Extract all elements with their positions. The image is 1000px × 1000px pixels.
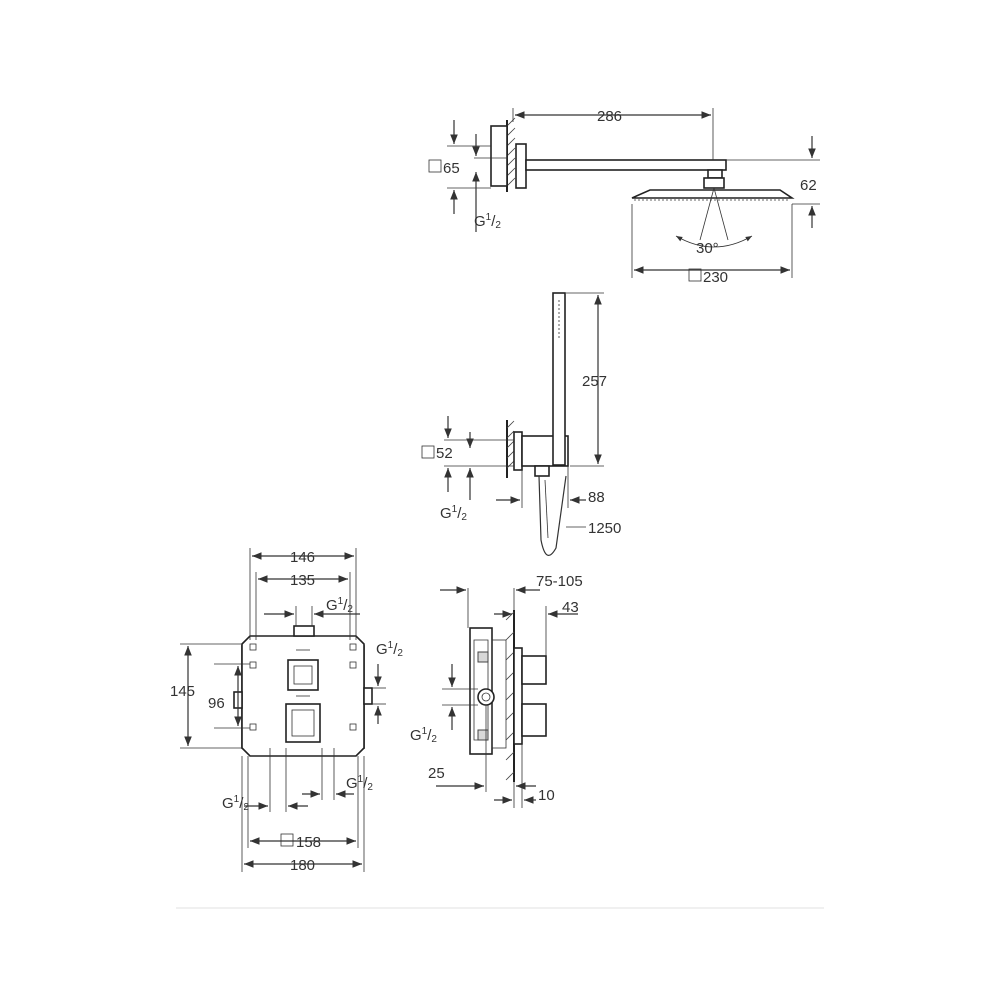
thread-right-label: G1/2 — [376, 640, 403, 659]
outer-height-label: 145 — [170, 683, 195, 700]
plate-size-label: 158 — [296, 834, 321, 851]
head-size-label: 230 — [703, 269, 728, 286]
wall-plate-label: 65 — [443, 160, 460, 177]
hose-length-label: 1250 — [588, 520, 621, 537]
plate-thickness-label: 10 — [538, 787, 555, 804]
offset-label: 25 — [428, 765, 445, 782]
wall-plate-label: 52 — [436, 445, 453, 462]
depth-range-label: 75-105 — [536, 573, 583, 590]
protrusion-label: 43 — [562, 599, 579, 616]
cover-plate-side — [513, 647, 523, 745]
square-symbol — [688, 268, 702, 282]
thread-label: G1/2 — [474, 212, 501, 231]
thread-bottom-left-label: G1/2 — [222, 794, 249, 813]
wall-hatching — [505, 611, 515, 781]
shower-arm — [525, 159, 727, 171]
mixer-front-view: 146 135 G1/2 G1/2 145 96 — [170, 548, 403, 874]
wall-hatching — [506, 117, 516, 187]
inner-height-label: 96 — [208, 695, 225, 712]
thread-bottom-right-label: G1/2 — [346, 774, 373, 793]
thread-top-label: G1/2 — [326, 596, 353, 615]
outer-width-label: 146 — [290, 549, 315, 566]
wall-flange — [490, 125, 508, 187]
inner-width-label: 135 — [290, 572, 315, 589]
arm-length-label: 286 — [597, 108, 622, 125]
wall-hatching — [506, 420, 515, 469]
knob-lower — [521, 703, 547, 737]
inlet-circle — [477, 688, 495, 706]
diverter-knob — [287, 659, 319, 691]
shower-hose — [538, 475, 567, 556]
wall-outlet — [513, 431, 523, 471]
mixer-side-view: 75-105 43 G1/2 25 10 — [410, 573, 583, 808]
height-label: 257 — [582, 373, 607, 390]
knob-upper — [521, 655, 547, 685]
hand-shower-view: 257 52 88 G1/2 1250 — [421, 292, 621, 556]
thread-label: G1/2 — [410, 726, 437, 745]
drop-label: 62 — [800, 177, 817, 194]
hand-shower — [552, 292, 566, 466]
thread-label: G1/2 — [440, 504, 467, 523]
total-width-label: 180 — [290, 857, 315, 874]
angle-label: 30° — [696, 240, 719, 257]
overhead-shower-view: 30° 286 62 230 65 G1/2 — [428, 108, 820, 286]
depth-label: 88 — [588, 489, 605, 506]
